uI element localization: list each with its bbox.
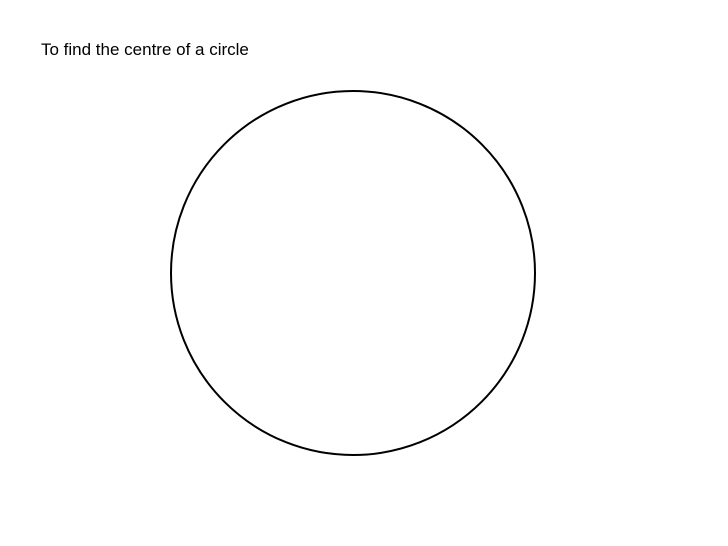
slide-title: To find the centre of a circle — [41, 40, 249, 59]
circle-outline — [170, 90, 536, 456]
